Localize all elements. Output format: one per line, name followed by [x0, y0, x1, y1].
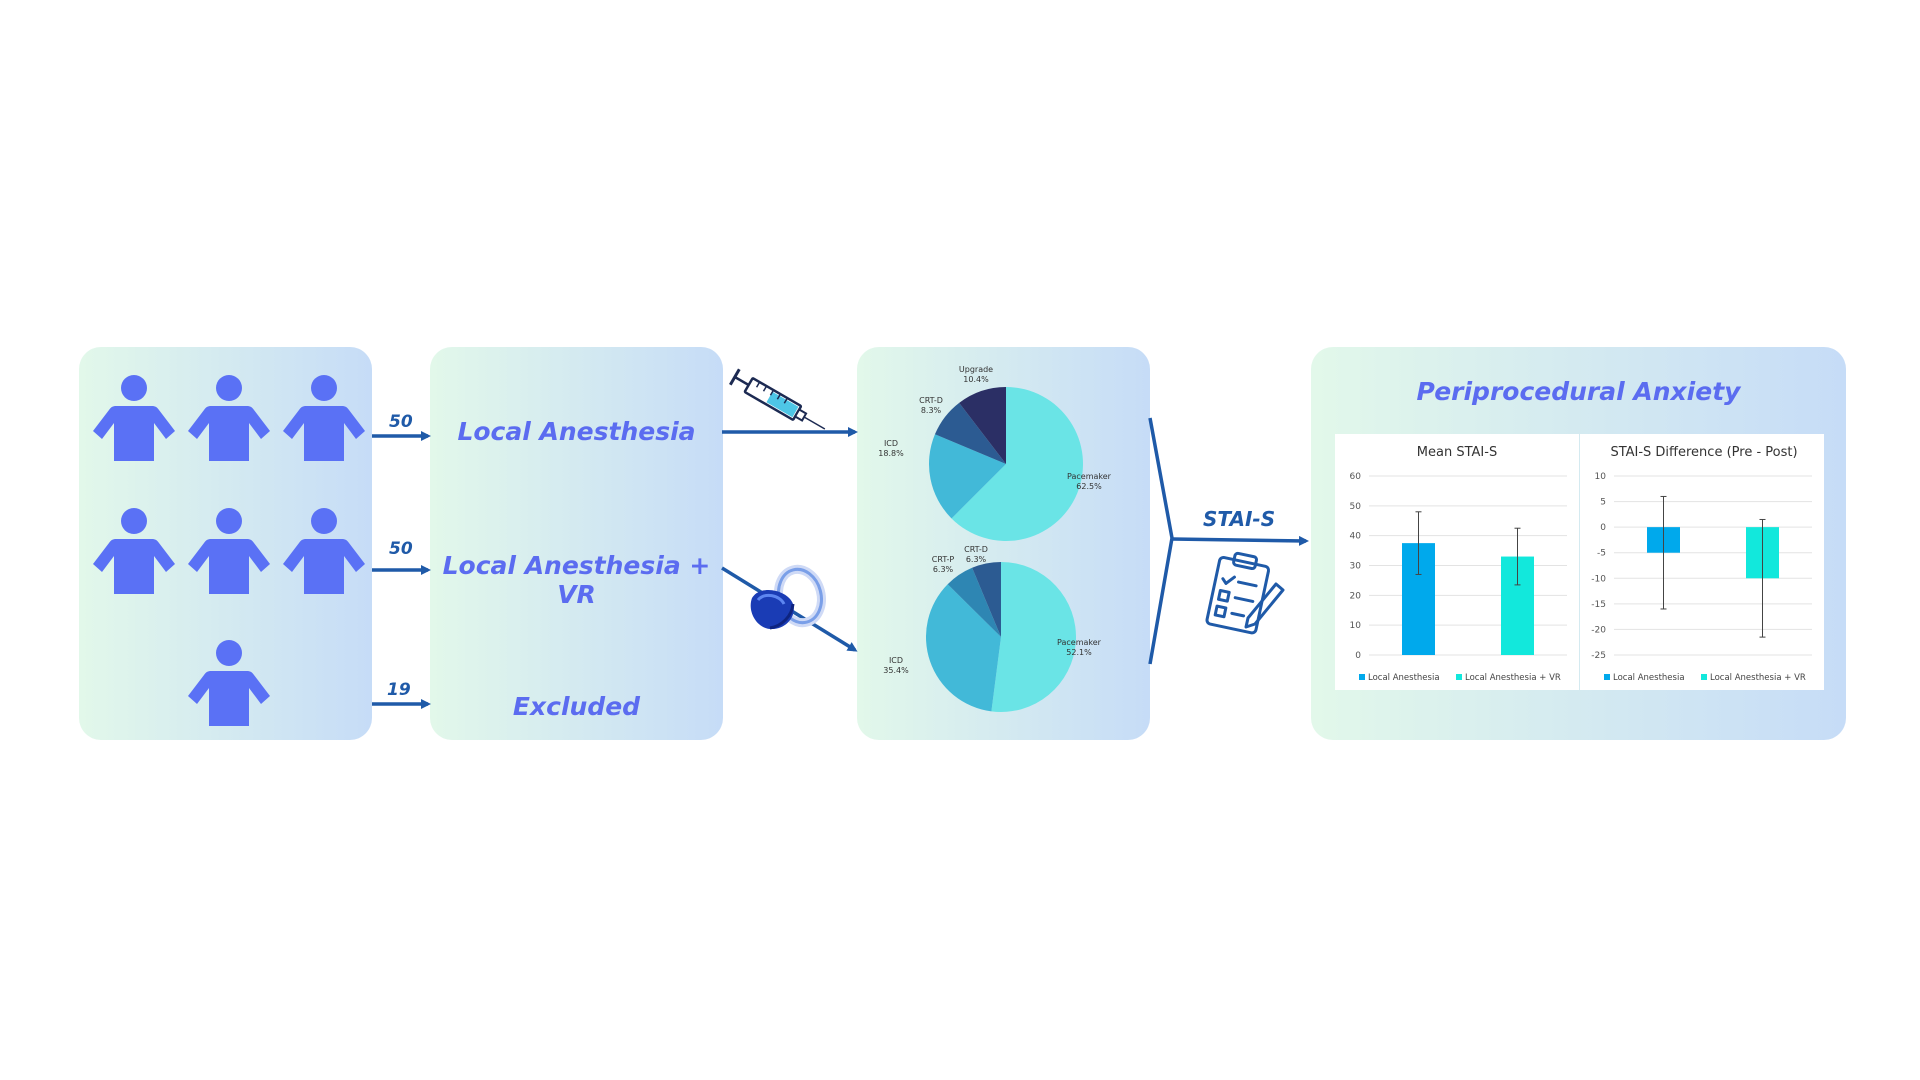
pie-slice-value: 62.5% [1076, 482, 1102, 491]
outcome-bracket [1148, 417, 1309, 665]
legend-swatch [1701, 674, 1707, 680]
group-label-vr: Local Anesthesia + VR [442, 551, 711, 609]
legend-label: Local Anesthesia + VR [1465, 673, 1561, 683]
pie-slice-crt-d [934, 402, 1006, 464]
groups-panel: Local Anesthesia Local Anesthesia + VR E… [430, 347, 723, 740]
pie-slice-icd [929, 434, 1006, 519]
legend-swatch [1456, 674, 1462, 680]
y-tick-label: 0 [1355, 651, 1361, 661]
syringe-icon [729, 368, 826, 430]
pie-slice-label: Pacemaker [1067, 472, 1112, 481]
group-label-local: Local Anesthesia [457, 417, 696, 446]
legend-swatch [1604, 674, 1610, 680]
pie-slice-value: 6.3% [933, 565, 954, 574]
pie-slice-value: 35.4% [883, 666, 909, 675]
y-tick-label: 10 [1595, 472, 1607, 482]
legend-label: Local Anesthesia + VR [1710, 673, 1806, 683]
y-tick-label: 0 [1600, 523, 1606, 533]
pie-slice-value: 6.3% [966, 555, 987, 564]
pie-slice-label: Pacemaker [1057, 638, 1102, 647]
count-vr: 50 [389, 539, 413, 559]
pie-slice-crt-p [947, 567, 1001, 637]
pie-slice-value: 18.8% [878, 449, 904, 458]
pie-slice-label: ICD [889, 656, 903, 665]
error-bar [1759, 518, 1766, 638]
y-tick-label: 20 [1350, 591, 1362, 601]
error-bar [1514, 527, 1521, 586]
error-bar [1660, 495, 1667, 610]
y-tick-label: 60 [1350, 472, 1362, 482]
pie-slice-value: 8.3% [921, 406, 942, 415]
y-tick-label: -10 [1591, 574, 1606, 584]
vr-headset-icon [750, 564, 826, 630]
y-tick-label: 30 [1350, 562, 1362, 572]
pie-slice-label: ICD [884, 439, 898, 448]
count-excluded: 19 [387, 680, 411, 700]
pie-slice-label: CRT-D [919, 396, 943, 405]
legend-label: Local Anesthesia [1368, 673, 1440, 683]
bar-chart-title: STAI-S Difference (Pre - Post) [1610, 445, 1797, 460]
stai-difference-chart: STAI-S Difference (Pre - Post) 10 5 0 -5 -10 -… [1580, 434, 1824, 690]
pie-slice-label: CRT-P [932, 555, 955, 564]
y-tick-label: -5 [1597, 549, 1606, 559]
pie-slice-upgrade [959, 387, 1006, 464]
y-tick-label: 5 [1600, 498, 1606, 508]
bar-chart-title: Mean STAI-S [1417, 445, 1497, 460]
legend-label: Local Anesthesia [1613, 673, 1685, 683]
pie-slice-value: 10.4% [963, 375, 989, 384]
y-tick-label: 10 [1350, 621, 1362, 631]
pie-slice-pacemaker [951, 387, 1083, 541]
group-label-excluded: Excluded [512, 692, 641, 721]
pie-slice-pacemaker [991, 562, 1076, 712]
pie-slice-crt-d [972, 562, 1001, 637]
device-pie-charts: Pacemaker62.5%ICD18.8%CRT-D8.3%Upgrade10… [878, 365, 1112, 712]
legend-swatch [1359, 674, 1365, 680]
pie-slice-label: Upgrade [959, 365, 993, 374]
stai-s-label: STAI-S [1203, 507, 1276, 531]
results-panel: Periprocedural Anxiety Mean STAI-S 0 10 20 3… [1311, 347, 1846, 740]
patients-panel [79, 347, 372, 740]
pie-slice-icd [926, 584, 1001, 712]
pie-slice-label: CRT-D [964, 545, 988, 554]
y-tick-label: 40 [1350, 532, 1362, 542]
results-title: Periprocedural Anxiety [1416, 377, 1741, 406]
y-tick-label: -20 [1591, 625, 1606, 635]
y-tick-label: -15 [1591, 600, 1606, 610]
y-tick-label: -25 [1591, 651, 1606, 661]
pie-slice-value: 52.1% [1066, 648, 1092, 657]
y-tick-label: 50 [1350, 502, 1362, 512]
clipboard-checklist-icon [1205, 551, 1285, 635]
count-local: 50 [389, 412, 413, 432]
arrow-vr-to-devices [721, 566, 858, 652]
error-bar [1415, 511, 1422, 575]
